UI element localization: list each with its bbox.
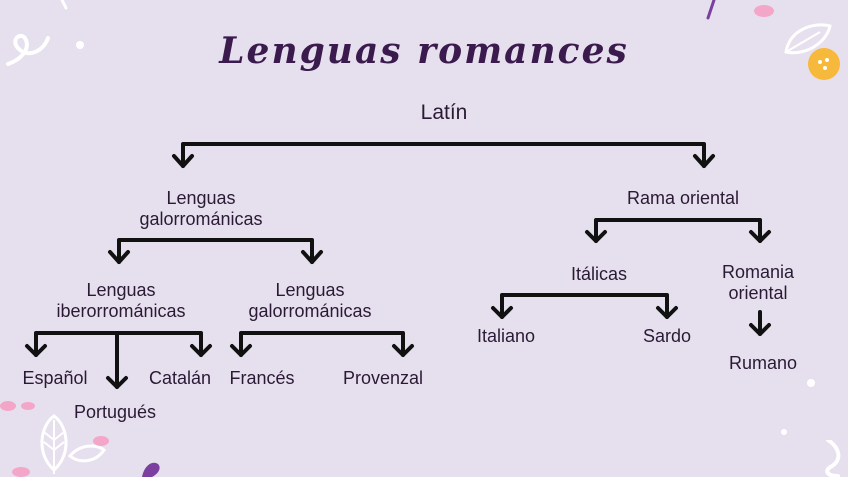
node-label-line: Romania [698,262,818,283]
node-label: Itálicas [571,264,627,284]
leaf-label: Francés [229,368,294,388]
node-label-line: Lenguas [36,280,206,301]
connector-latin [183,144,704,166]
leaf-label: Portugués [74,402,156,422]
node-label-line: galorrománicas [225,301,395,322]
node-italicas: Itálicas [549,264,649,285]
leaf-portugues: Portugués [65,402,165,423]
node-romania-oriental: Romania oriental [698,262,818,304]
leaf-sardo: Sardo [627,326,707,347]
node-label-line: Lenguas [116,188,286,209]
connector-rama-oriental [596,220,760,241]
node-latin: Latín [394,102,494,123]
leaf-catalan: Catalán [140,368,220,389]
node-label-line: galorrománicas [116,209,286,230]
leaf-italiano: Italiano [463,326,549,347]
leaf-provenzal: Provenzal [333,368,433,389]
node-label-line: iberorrománicas [36,301,206,322]
leaf-label: Rumano [729,353,797,373]
leaf-label: Italiano [477,326,535,346]
leaf-label: Catalán [149,368,211,388]
node-galorromanicas-sub: Lenguas galorrománicas [225,280,395,322]
leaf-label: Provenzal [343,368,423,388]
leaf-label: Español [22,368,87,388]
leaf-rumano: Rumano [718,353,808,374]
node-latin-label: Latín [421,101,468,124]
leaf-espanol: Español [15,368,95,389]
node-iberorromanicas: Lenguas iberorrománicas [36,280,206,322]
connector-galo-sub [241,333,403,355]
leaf-frances: Francés [222,368,302,389]
connector-italicas [502,295,667,317]
node-rama-oriental: Rama oriental [598,188,768,209]
page-title: Lenguas romances [0,30,848,72]
node-label-line: oriental [698,283,818,304]
node-label: Rama oriental [627,188,739,208]
leaf-label: Sardo [643,326,691,346]
node-galorromanicas-top: Lenguas galorrománicas [116,188,286,230]
node-label-line: Lenguas [225,280,395,301]
connector-galo-top [119,240,312,262]
